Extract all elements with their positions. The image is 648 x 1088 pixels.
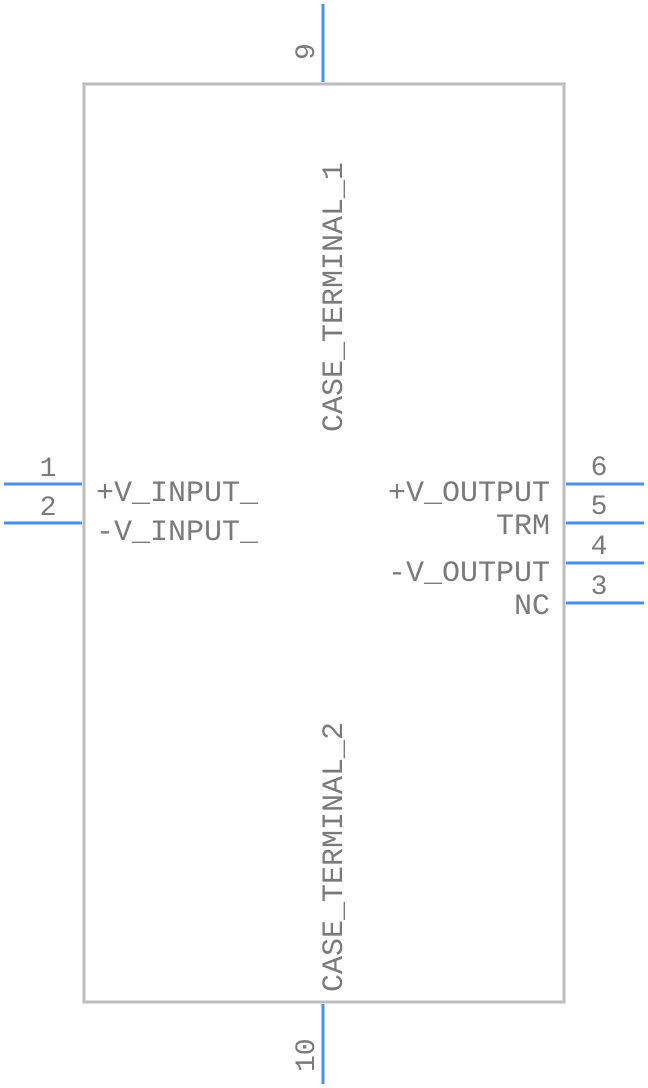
pin-6-name: +V_OUTPUT — [388, 477, 550, 511]
pin-2-number: 2 — [40, 493, 57, 524]
pin-2-name: -V_INPUT_ — [96, 516, 259, 550]
pin-1-number: 1 — [40, 454, 57, 485]
pin-3-name: NC — [514, 590, 550, 624]
pin-5-number: 5 — [591, 492, 608, 523]
pin-10-name: CASE_TERMINAL_2 — [318, 722, 352, 992]
pin-9-number: 9 — [292, 43, 323, 60]
pin-5-name: TRM — [496, 510, 550, 544]
pin-4-number: 4 — [591, 532, 608, 563]
pin-4-name: -V_OUTPUT — [388, 557, 550, 591]
pin-1-name: +V_INPUT_ — [96, 477, 259, 511]
pin-9-name: CASE_TERMINAL_1 — [318, 162, 352, 432]
component-body — [82, 82, 566, 1004]
pin-6-number: 6 — [591, 453, 608, 484]
pin-3-number: 3 — [591, 572, 608, 603]
pin-10-number: 10 — [292, 1038, 323, 1072]
